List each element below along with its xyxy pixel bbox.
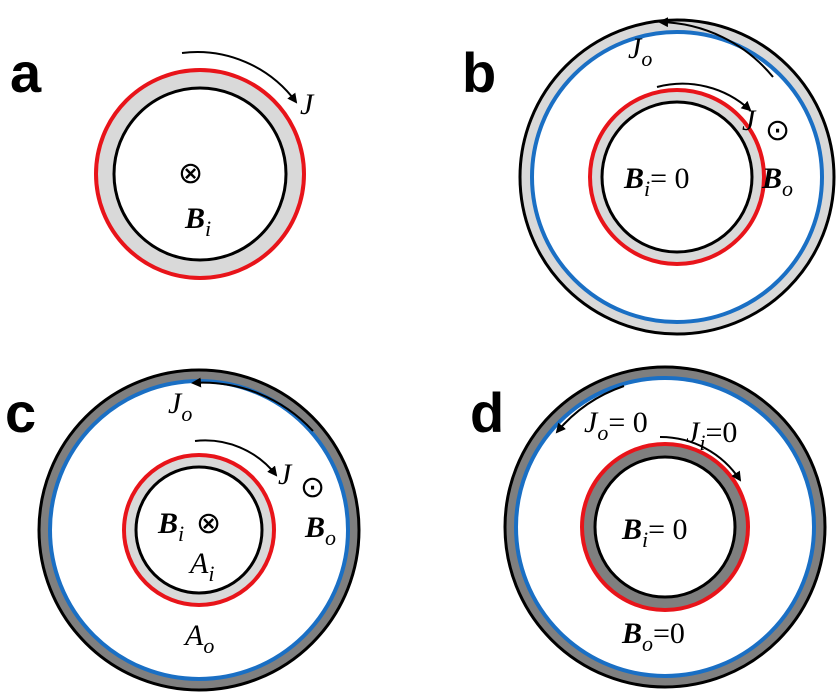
panel-a-field-into-page-symbol: ⊗ [178, 156, 203, 191]
panel-b-outer-field-label: Bo [761, 162, 793, 201]
panel-c-field-into-page-symbol: ⊗ [196, 506, 221, 541]
panel-c-outer-field-label: Bo [304, 511, 336, 550]
panel-a-current-label: J [300, 88, 315, 121]
panel-a-inner-boundary [112, 86, 288, 262]
panel-c: c Jo J ⊙ Bi ⊗ Bo Ai Ao [5, 368, 361, 692]
panel-c-inner-field-label: Bi [157, 507, 184, 546]
panel-c-outer-current-arrow [191, 377, 314, 432]
panel-a-inner-field-label: Bi [184, 202, 211, 241]
panel-d-outer-current-arrow [555, 385, 625, 434]
panel-b-field-out-of-page-symbol: ⊙ [765, 113, 790, 148]
panel-label-d: d [470, 381, 504, 444]
panel-c-outer-area-label: Ao [183, 619, 214, 658]
panel-a-current-arrow [181, 51, 298, 104]
panel-label-c: c [5, 381, 36, 444]
panel-b-inner-current-arrow [656, 82, 752, 112]
panel-d: d Jo= 0 Ji=0 Bi= 0 Bo=0 [470, 365, 827, 689]
panel-c-inner-area-label: Ai [188, 547, 214, 586]
panel-b-inner-current-label: J [742, 104, 757, 137]
panel-b-inner-boundary [600, 100, 754, 254]
panel-d-inner-current-arrow [659, 435, 742, 482]
panel-a: a J ⊗ Bi [10, 41, 315, 280]
panel-b-outer-current-arrow [658, 17, 774, 78]
panel-c-inner-boundary [134, 465, 264, 595]
panel-b-inner-field-label: Bi= 0 [623, 162, 690, 201]
panel-c-inner-current-arrow [194, 439, 278, 477]
panel-b-outer-current-label: Jo [628, 32, 652, 71]
panel-c-outer-current-label: Jo [168, 387, 192, 426]
panel-d-inner-field-label: Bi= 0 [621, 513, 688, 552]
panel-d-inner-current-label: Ji=0 [686, 416, 737, 455]
panel-d-outer-field-label: Bo=0 [621, 617, 685, 656]
panel-label-a: a [10, 41, 42, 104]
panel-c-field-out-of-page-symbol: ⊙ [300, 470, 325, 505]
panel-b: b Jo J ⊙ Bi= 0 Bo [462, 17, 836, 336]
panel-label-b: b [462, 41, 496, 104]
panel-d-outer-current-label: Jo= 0 [584, 406, 648, 445]
panel-c-inner-current-label: J [278, 458, 293, 491]
panel-d-inner-boundary [593, 455, 737, 599]
